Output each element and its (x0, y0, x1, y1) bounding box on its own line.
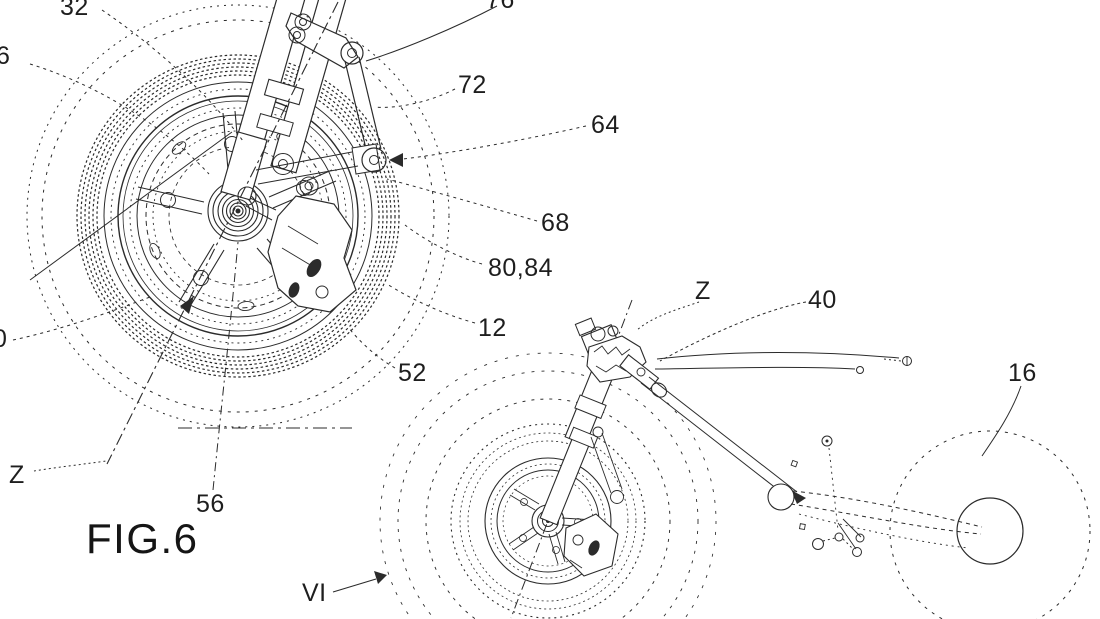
ref-label-80-84: 80,84 (488, 254, 554, 282)
steering-axis-overview (510, 299, 633, 619)
leader-40 (659, 301, 807, 362)
leader-64-arrowhead (389, 153, 403, 167)
ref-label-32: 32 (60, 0, 89, 21)
frame-arrowhead (791, 490, 806, 504)
leader-16 (981, 385, 1022, 457)
overview-fork (510, 299, 633, 619)
axis-label-z-main: Z (9, 461, 25, 489)
leader-lines-overview (635, 301, 1022, 457)
vi-arrowhead (374, 571, 387, 584)
leader-0 (12, 296, 151, 341)
ref-label-76: 76 (486, 0, 515, 14)
ref-label-6: 6 (0, 42, 11, 70)
ref-label-64: 64 (591, 111, 620, 139)
overview-steering-head (574, 317, 668, 398)
leader-lines-main (12, 5, 587, 491)
ref-label-0: 0 (0, 327, 7, 352)
leader-12 (386, 283, 476, 324)
view-label-vi: VI (302, 579, 327, 607)
leader-72 (374, 88, 456, 108)
overview-frame-phantom (640, 352, 983, 549)
figure-caption: FIG.6 (86, 515, 199, 562)
main-wheel (26, 4, 450, 428)
ref-label-68: 68 (541, 209, 570, 237)
leader-52 (347, 326, 396, 369)
axis-label-z-overview: Z (695, 277, 711, 305)
fastener-bolt (856, 366, 864, 374)
ref-label-52: 52 (398, 359, 427, 387)
leader-6 (29, 63, 210, 175)
leader-z-overview (635, 301, 700, 332)
ref-label-72: 72 (458, 71, 487, 99)
swingarm-pivot (767, 483, 795, 511)
leader-56 (212, 241, 239, 491)
main-fork (220, 0, 387, 206)
ref-label-40: 40 (808, 286, 837, 314)
axis-arrowhead (180, 296, 194, 314)
steering-axis-main (33, 1, 339, 472)
ref-label-12: 12 (478, 314, 507, 342)
ref-label-56: 56 (196, 490, 225, 518)
overview-rear-wheel (889, 430, 1091, 619)
overview-fasteners (790, 435, 865, 557)
main-brake-caliper (245, 153, 357, 313)
leader-68 (386, 178, 538, 222)
leader-76 (365, 5, 498, 62)
cross-leader-line (29, 131, 233, 281)
leader-80-84 (404, 224, 483, 265)
leader-64 (402, 125, 587, 160)
ref-label-16: 16 (1008, 359, 1037, 387)
view-vi-arrow (332, 571, 387, 593)
